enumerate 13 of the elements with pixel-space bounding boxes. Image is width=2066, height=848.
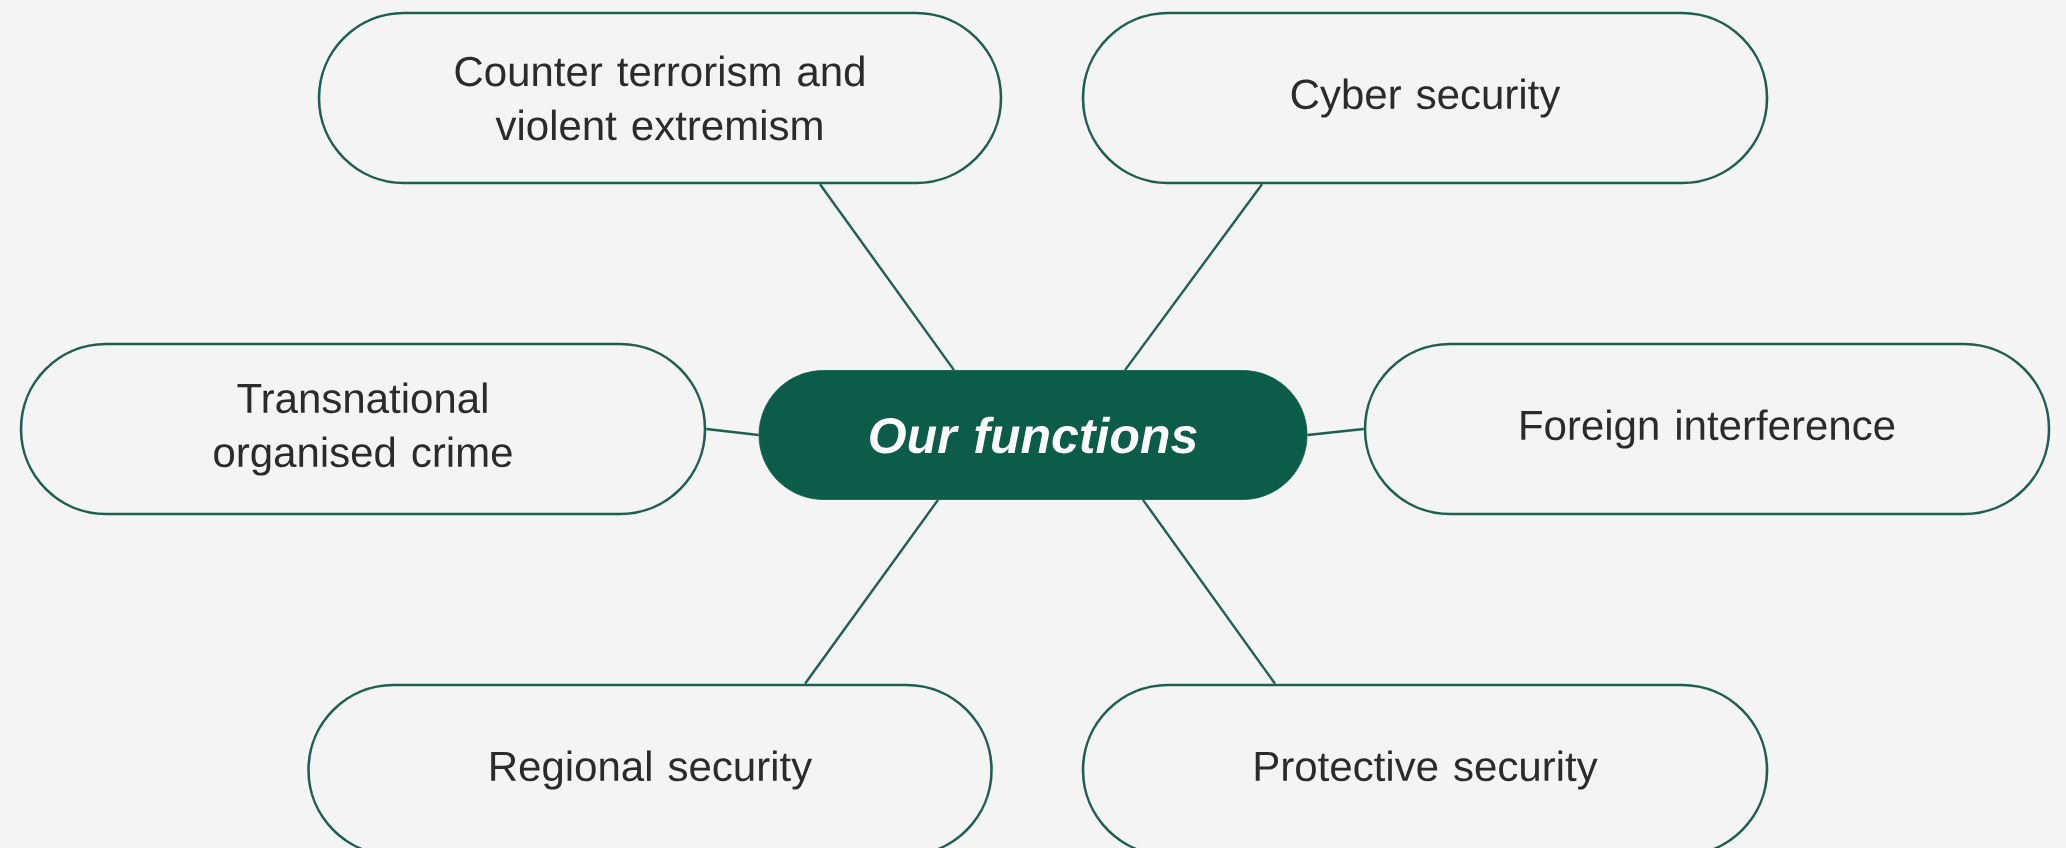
topic-pill: Regional security (307, 683, 993, 848)
connector-line (1307, 427, 1364, 437)
connector-line (1124, 183, 1263, 371)
connector-line (706, 427, 759, 437)
topic-pill: Cyber security (1081, 11, 1769, 185)
topic-pill: Counter terrorism and violent extremism (317, 11, 1003, 185)
topic-pill: Protective security (1081, 683, 1769, 848)
topic-pill: Foreign interference (1363, 342, 2051, 516)
connector-line (1142, 499, 1276, 685)
center-pill: Our functions (758, 370, 1308, 500)
connector-line (804, 499, 939, 685)
connector-line (819, 183, 955, 371)
topic-pill: Transnational organised crime (19, 342, 707, 516)
